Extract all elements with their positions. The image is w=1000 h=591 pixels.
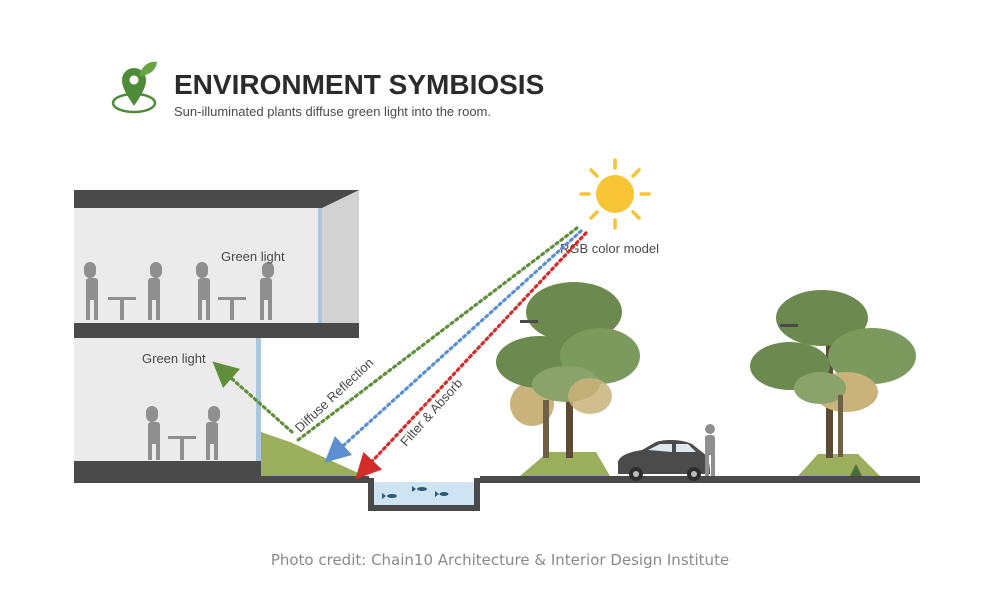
seated-people-lower (146, 406, 220, 460)
location-pin-leaf-icon (111, 61, 157, 114)
tree-cluster-left (496, 282, 640, 476)
upper-room-green-light-label: Green light (221, 249, 285, 264)
seated-people-upper-left (84, 262, 162, 320)
diagram-subtitle: Sun-illuminated plants diffuse green lig… (174, 104, 491, 119)
red-ray-absorbed (355, 231, 588, 480)
photo-credit: Photo credit: Chain10 Architecture & Int… (270, 551, 730, 569)
seated-people-upper-right (196, 262, 274, 320)
car (618, 439, 710, 481)
tree-cluster-right (750, 290, 916, 476)
green-ray-into-room (212, 361, 294, 434)
diagram-title: ENVIRONMENT SYMBIOSIS (174, 69, 544, 100)
fish-icon (382, 486, 449, 499)
sun-icon (579, 158, 651, 230)
building (74, 190, 359, 483)
ground (261, 432, 920, 511)
blue-ray-reflected (324, 229, 583, 463)
light-rays (212, 226, 588, 480)
lower-room-green-light-label: Green light (142, 351, 206, 366)
rgb-color-model-label: RGB color model (560, 241, 659, 256)
green-ray-to-hill (296, 226, 579, 442)
standing-person (705, 424, 715, 476)
diffuse-reflection-label: Diffuse Reflection (292, 355, 377, 435)
